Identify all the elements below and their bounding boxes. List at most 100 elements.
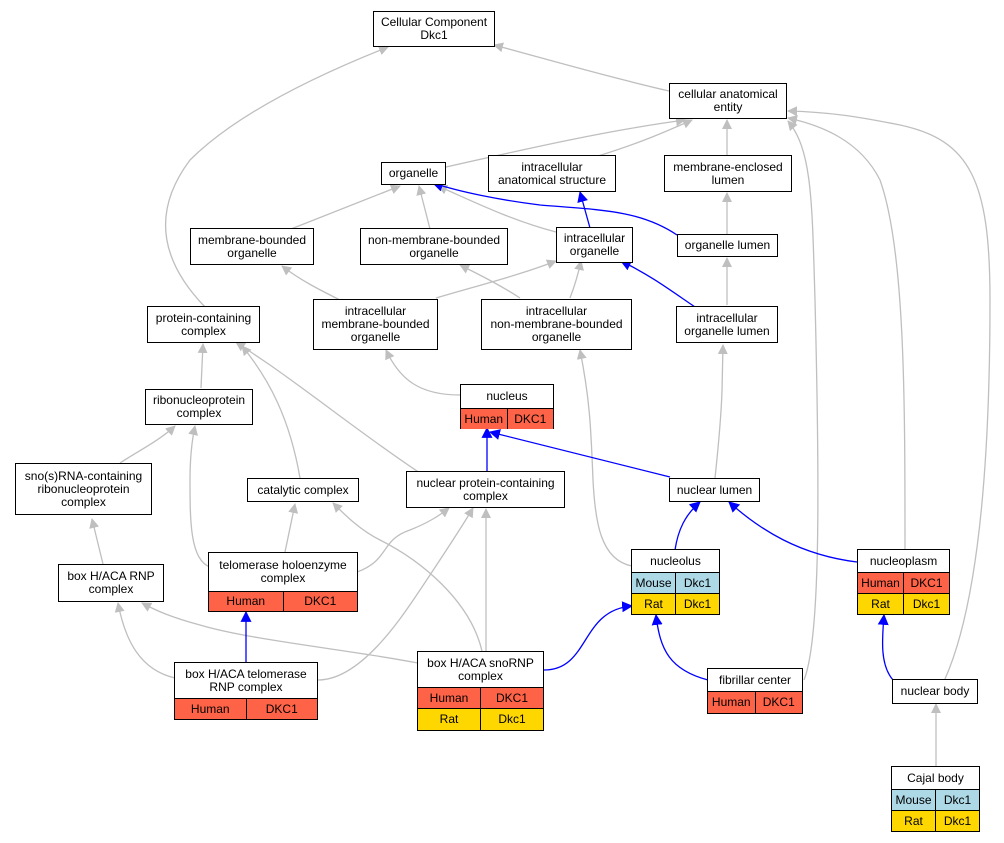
node-nuclear-lumen[interactable]: nuclear lumen [669, 478, 760, 502]
gene-cell: Dkc1 [675, 594, 719, 614]
node-organelle[interactable]: organelle [381, 162, 446, 185]
node-label: box H/ACA RNP complex [67, 569, 155, 596]
node-label: intracellular non-membrane-bounded organ… [490, 304, 623, 344]
node-membrane-bounded-organelle[interactable]: membrane-bounded organelle [190, 228, 314, 265]
node-ribonucleoprotein-complex[interactable]: ribonucleoprotein complex [145, 389, 253, 425]
gene-cell: DKC1 [754, 692, 803, 713]
species-cell: Human [429, 690, 469, 705]
node-telomerase-holoenzyme-complex[interactable]: telomerase holoenzyme complex Human DKC1 [208, 552, 358, 612]
node-box-haca-telomerase-rnp-complex[interactable]: box H/ACA telomerase RNP complex Human D… [174, 662, 318, 720]
annotation-row: Human DKC1 [175, 698, 317, 719]
gene-cell: DKC1 [245, 699, 318, 719]
annotation-row: Rat Dkc1 [418, 708, 543, 730]
edge-npcc-pcc [235, 341, 421, 474]
species-cell: Rat [871, 596, 890, 611]
node-label: catalytic complex [257, 482, 349, 497]
node-label: organelle lumen [684, 238, 771, 252]
node-label: protein-containing complex [155, 310, 252, 338]
node-intracellular-membrane-bounded-organelle[interactable]: intracellular membrane-bounded organelle [313, 299, 438, 350]
species-cell: Human [226, 594, 266, 608]
edge-ol-organelle [431, 180, 678, 236]
edge-snornp-rnp [119, 425, 176, 464]
edge-io-organelle [437, 185, 557, 233]
node-cajal-body[interactable]: Cajal body Mouse Dkc1 Rat Dkc1 [891, 766, 980, 832]
gene-cell: DKC1 [480, 688, 543, 708]
edge-nucleoplasm-cae [787, 115, 906, 550]
species-cell: Rat [644, 596, 663, 611]
node-catalytic-complex[interactable]: catalytic complex [247, 478, 359, 502]
gene-cell: Dkc1 [903, 594, 949, 614]
annotation-row: Human DKC1 [461, 408, 553, 429]
node-label: nucleus [486, 389, 528, 403]
node-cellular-component[interactable]: Cellular Component Dkc1 [373, 11, 495, 47]
edge-cae-root [493, 42, 670, 92]
edge-iol-io [620, 260, 696, 308]
annotation-row: Human DKC1 [708, 691, 802, 713]
gene-cell: DKC1 [282, 592, 358, 611]
species-cell: Mouse [635, 575, 672, 590]
gene-cell: DKC1 [903, 573, 949, 593]
node-nuclear-protein-containing-complex[interactable]: nuclear protein-containing complex [406, 471, 565, 508]
annotation-row: Human DKC1 [418, 687, 543, 708]
node-nucleolus[interactable]: nucleolus Mouse Dkc1 Rat Dkc1 [631, 549, 720, 615]
node-label: nuclear protein-containing complex [416, 475, 555, 503]
edge-nbody-cae [787, 106, 991, 680]
edge-imbo-mbo [281, 265, 341, 301]
annotation-row: Human DKC1 [209, 591, 357, 611]
node-label: cellular anatomical entity [678, 87, 778, 114]
node-cellular-anatomical-entity[interactable]: cellular anatomical entity [669, 83, 787, 119]
node-nuclear-body[interactable]: nuclear body [892, 679, 978, 704]
node-fibrillar-center[interactable]: fibrillar center Human DKC1 [707, 668, 803, 714]
edge-tel-npcc [356, 507, 450, 573]
edge-hacasno-nucleolus [543, 601, 634, 671]
edge-hacatel-haca [114, 602, 176, 679]
node-label: intracellular anatomical structure [497, 159, 607, 187]
node-box-haca-snornp-complex[interactable]: box H/ACA snoRNP complex Human DKC1 Rat … [417, 651, 544, 731]
edge-io-ias [577, 190, 591, 229]
edge-tel-cat [284, 503, 299, 553]
edge-inmbo-nmbo [459, 264, 521, 299]
edge-rnp-pcc [197, 343, 208, 389]
node-label: sno(s)RNA-containing ribonucleoprotein c… [24, 468, 143, 509]
node-intracellular-anatomical-structure[interactable]: intracellular anatomical structure [488, 155, 616, 192]
node-organelle-lumen[interactable]: organelle lumen [677, 234, 778, 257]
node-label: Cajal body [907, 770, 964, 785]
node-label: nucleoplasm [869, 553, 938, 568]
node-label: intracellular membrane-bounded organelle [321, 304, 430, 344]
edge-hacatel-npcc [317, 507, 474, 681]
node-label: telomerase holoenzyme complex [219, 558, 347, 585]
node-intracellular-organelle-lumen[interactable]: intracellular organelle lumen [676, 306, 778, 343]
species-cell: Rat [439, 712, 459, 726]
node-label: intracellular organelle lumen [684, 310, 770, 338]
gene-cell: Dkc1 [675, 573, 719, 593]
node-intracellular-organelle[interactable]: intracellular organelle [556, 227, 633, 263]
edge-nucleoplasm-nlumen [728, 501, 858, 563]
edge-nbody-nucleoplasm [877, 613, 894, 681]
node-non-membrane-bounded-organelle[interactable]: non-membrane-bounded organelle [360, 228, 508, 265]
species-cell: Human [464, 411, 504, 426]
annotation-row: Mouse Dkc1 [892, 789, 979, 810]
annotation-row: Human DKC1 [858, 572, 949, 593]
node-protein-containing-complex[interactable]: protein-containing complex [147, 306, 260, 343]
annotation-row: Rat Dkc1 [858, 593, 949, 614]
node-nucleoplasm[interactable]: nucleoplasm Human DKC1 Rat Dkc1 [857, 549, 950, 615]
edge-tel-rnp [188, 425, 211, 568]
species-cell: Human [190, 701, 230, 716]
edge-pcc-root [164, 45, 389, 308]
gene-cell: Dkc1 [935, 790, 979, 810]
node-intracellular-non-membrane-bounded-organelle[interactable]: intracellular non-membrane-bounded organ… [481, 299, 632, 350]
edge-organelle-cae [445, 116, 686, 168]
node-snorna-containing-rnp-complex[interactable]: sno(s)RNA-containing ribonucleoprotein c… [15, 463, 152, 515]
species-cell: Human [711, 695, 751, 709]
node-nucleus[interactable]: nucleus Human DKC1 [460, 384, 554, 429]
edge-nucleolus-inmbo [576, 349, 633, 567]
edge-hacasno-haca [141, 602, 419, 664]
node-label: nuclear body [900, 684, 970, 698]
node-membrane-enclosed-lumen[interactable]: membrane-enclosed lumen [664, 155, 792, 192]
edge-nlumen-iol [714, 344, 728, 479]
edge-inmbo-io [569, 260, 585, 299]
edge-imbo-io [435, 259, 557, 299]
edge-nmbo-organelle [416, 185, 431, 230]
node-box-haca-rnp-complex[interactable]: box H/ACA RNP complex [58, 564, 164, 602]
